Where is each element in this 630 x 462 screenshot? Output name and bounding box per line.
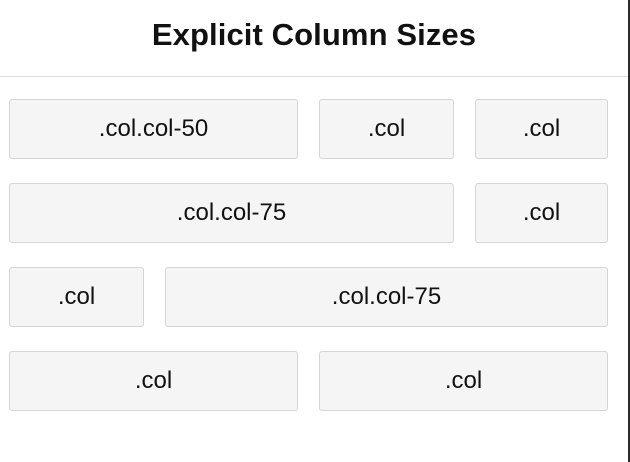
col-50-cell: .col.col-50 xyxy=(9,99,298,159)
window-edge xyxy=(628,0,630,462)
col-cell: .col xyxy=(319,99,454,159)
col-cell: .col xyxy=(475,99,608,159)
col-75-cell: .col.col-75 xyxy=(9,183,454,243)
col-cell: .col xyxy=(319,351,608,411)
page-title: Explicit Column Sizes xyxy=(151,17,477,52)
col-cell: .col xyxy=(9,351,298,411)
nav-header: Explicit Column Sizes xyxy=(0,0,628,77)
col-75-cell: .col.col-75 xyxy=(165,267,608,327)
col-cell: .col xyxy=(475,183,608,243)
col-cell: .col xyxy=(9,267,144,327)
